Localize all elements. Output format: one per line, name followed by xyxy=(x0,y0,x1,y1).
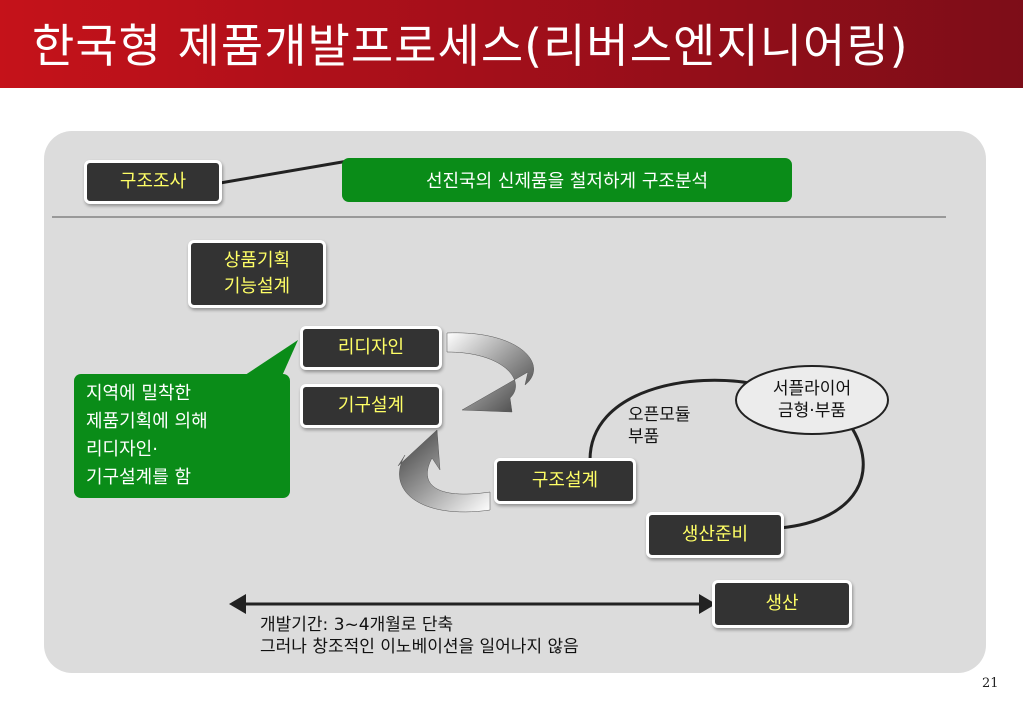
product-planning-line2: 기능설계 xyxy=(223,276,291,297)
structure-survey-description-text: 선진국의 신제품을 철저하게 구조분석 xyxy=(425,171,709,192)
redesign-label: 리디자인 xyxy=(337,337,405,358)
mechanism-design-label: 기구설계 xyxy=(337,395,405,416)
production-box: 생산 xyxy=(712,580,852,628)
cycle-arrow-left xyxy=(397,429,491,513)
development-note-line1: 개발기간: 3~4개월로 단축 xyxy=(260,615,454,635)
dev-period-arrow-right-head xyxy=(699,594,716,614)
local-callout-line-2: 제품기획에 의해 xyxy=(86,411,208,432)
structure-survey-box: 구조조사 xyxy=(84,160,222,204)
structure-survey-label: 구조조사 xyxy=(119,171,187,192)
survey-connector-line xyxy=(219,159,349,185)
development-note-line2: 그러나 창조적인 이노베이션을 일어나지 않음 xyxy=(260,637,579,657)
local-callout-line-4: 기구설계를 함 xyxy=(86,467,192,488)
redesign-box: 리디자인 xyxy=(300,326,442,370)
local-callout-line-1: 지역에 밀착한 xyxy=(86,383,192,404)
page-title: 한국형 제품개발프로세스(리버스엔지니어링) xyxy=(32,19,909,73)
cycle-arrow-right xyxy=(446,332,534,413)
structure-survey-description: 선진국의 신제품을 철저하게 구조분석 xyxy=(342,158,792,202)
product-planning-line1: 상품기획 xyxy=(223,250,291,271)
product-planning-box: 상품기획 기능설계 xyxy=(188,240,326,308)
supplier-line1: 서플라이어 xyxy=(772,379,852,399)
local-callout: 지역에 밀착한 제품기획에 의해 리디자인· 기구설계를 함 xyxy=(74,374,290,498)
dev-period-arrow-left-head xyxy=(229,594,246,614)
local-callout-line-3: 리디자인· xyxy=(86,439,158,460)
open-module-loop-line xyxy=(588,378,761,461)
production-prep-box: 생산준비 xyxy=(646,512,784,558)
open-module-label: 오픈모듈 부품 xyxy=(628,404,691,448)
production-prep-label: 생산준비 xyxy=(681,524,749,545)
mechanism-design-box: 기구설계 xyxy=(300,384,442,428)
page-number: 21 xyxy=(982,676,999,691)
supplier-ellipse xyxy=(735,365,889,435)
open-module-line1: 오픈모듈 xyxy=(628,405,691,425)
supplier-loop-line xyxy=(779,424,865,530)
structural-design-box: 구조설계 xyxy=(494,458,636,504)
callout-pointer xyxy=(230,340,298,385)
open-module-line2: 부품 xyxy=(628,427,660,447)
title-bar: 한국형 제품개발프로세스(리버스엔지니어링) xyxy=(0,0,1023,88)
supplier-line2: 금형·부품 xyxy=(778,401,846,421)
production-label: 생산 xyxy=(765,593,799,614)
supplier-label: 서플라이어 금형·부품 xyxy=(752,378,872,422)
structural-design-label: 구조설계 xyxy=(531,470,599,491)
development-note: 개발기간: 3~4개월로 단축 그러나 창조적인 이노베이션을 일어나지 않음 xyxy=(260,614,579,658)
